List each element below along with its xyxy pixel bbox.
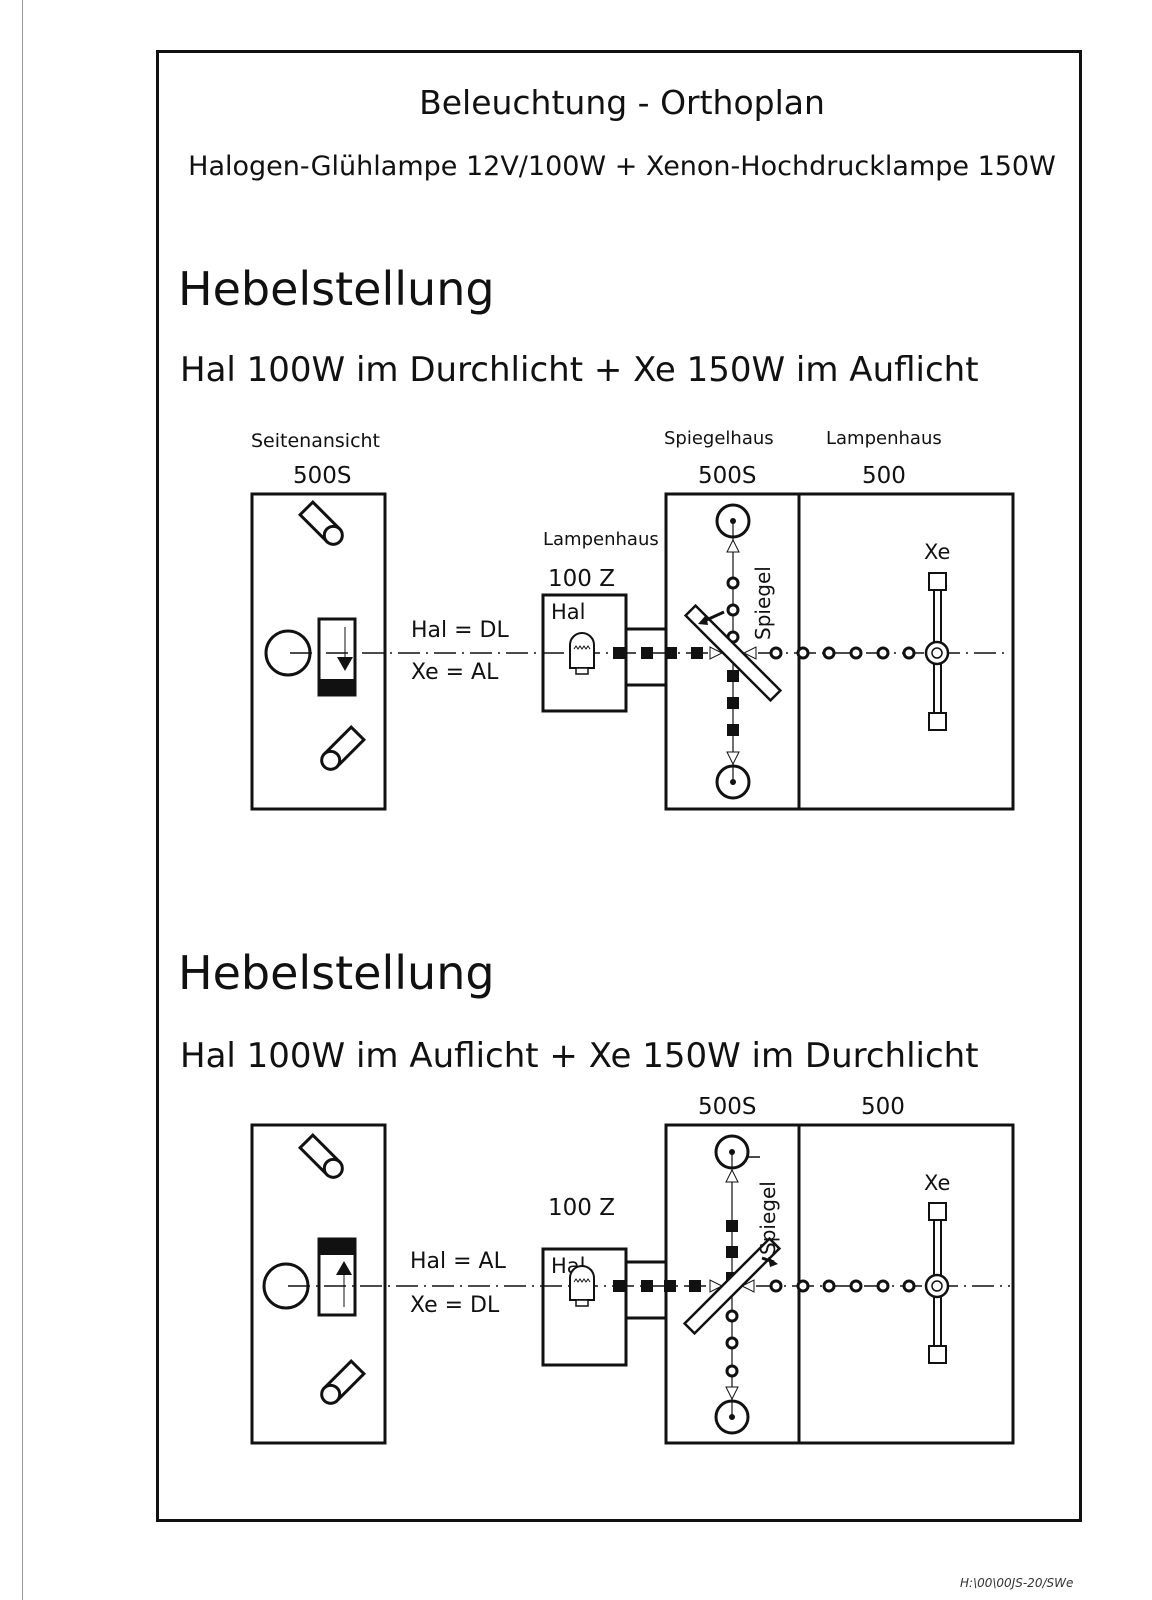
lamp-house-big-model: 500 — [862, 463, 906, 489]
beam-circles-2 — [769, 1279, 916, 1293]
side-view-title: Seitenansicht — [251, 430, 380, 452]
beam-squares-2 — [613, 1280, 701, 1292]
lamp-house-100z-2: 100 Z Hal — [541, 1195, 668, 1367]
xenon-lamp-icon — [924, 1202, 950, 1364]
mirror-house-title: Spiegelhaus — [664, 428, 774, 449]
lamp-house-big-model-2: 500 — [861, 1094, 905, 1120]
output-port-top — [715, 503, 751, 539]
mirror-house-model-2: 500S — [698, 1094, 757, 1120]
mirror-icon — [682, 1236, 782, 1336]
binder-margin-line — [22, 0, 23, 1600]
output-port-top — [714, 1134, 750, 1170]
lamp-house-500: Lampenhaus 500 Xe — [769, 428, 1015, 811]
lamp-house-big-title: Lampenhaus — [826, 428, 942, 449]
lamp-house-small-title: Lampenhaus — [543, 529, 659, 550]
side-view-housing — [250, 492, 387, 811]
beam-circles — [769, 646, 916, 660]
section-1-description: Hal 100W im Durchlicht + Xe 150W im Aufl… — [180, 350, 979, 390]
mirror-house-500s-2: 500S Spiegel — [664, 1094, 801, 1445]
lamp-hal-label: Hal — [551, 600, 586, 624]
section-2-description: Hal 100W im Auflicht + Xe 150W im Durchl… — [180, 1036, 979, 1076]
setting-hal-2: Hal = AL — [410, 1249, 507, 1274]
side-view-block-2 — [250, 1123, 387, 1445]
setting-xe: Xe = AL — [411, 660, 499, 685]
mirror-label-2: Spiegel — [756, 1181, 780, 1255]
document-subtitle: Halogen-Glühlampe 12V/100W + Xenon-Hochd… — [188, 151, 1056, 182]
lever-switch[interactable] — [317, 617, 357, 697]
lamp-house-500-2: 500 Xe — [769, 1094, 1015, 1445]
setting-xe-2: Xe = DL — [410, 1293, 500, 1318]
mirror-house-500s: Spiegelhaus 500S Spiegel — [664, 428, 801, 811]
mirror-label: Spiegel — [751, 566, 775, 640]
xenon-lamp-icon — [924, 572, 950, 731]
lamp-house-100z: Lampenhaus 100 Z Hal — [541, 529, 668, 713]
lamp-xe-label: Xe — [924, 540, 950, 564]
beam-squares — [613, 647, 703, 659]
mirror-icon — [683, 603, 783, 703]
lamp-house-small-model: 100 Z — [548, 566, 615, 592]
halogen-bulb-icon — [569, 632, 595, 675]
drawing-frame: Beleuchtung - Orthoplan Halogen-Glühlamp… — [156, 50, 1082, 1522]
document-title: Beleuchtung - Orthoplan — [419, 83, 825, 122]
side-view-model: 500S — [293, 463, 352, 489]
arrow-down-icon — [337, 657, 353, 671]
setting-hal: Hal = DL — [411, 618, 509, 643]
knob-top-icon — [297, 499, 344, 546]
halogen-bulb-icon — [569, 1265, 595, 1307]
knob-bottom-icon — [320, 724, 367, 771]
knob-top-icon — [297, 1132, 344, 1179]
lever-switch-2[interactable] — [317, 1237, 357, 1317]
knob-bottom-icon — [320, 1358, 367, 1405]
file-path-footer: H:\00\00JS-20/SWe — [960, 1576, 1074, 1590]
lamp-xe-label-2: Xe — [924, 1171, 950, 1195]
section-1-heading: Hebelstellung — [178, 262, 495, 316]
side-view-block: Seitenansicht 500S — [250, 430, 387, 811]
output-port-bottom — [714, 1399, 750, 1435]
lamp-house-small-model-2: 100 Z — [548, 1195, 615, 1221]
arrow-up-icon — [336, 1261, 352, 1275]
section-2-heading: Hebelstellung — [178, 946, 495, 1000]
mirror-house-model: 500S — [698, 463, 757, 489]
output-port-bottom — [715, 764, 751, 800]
